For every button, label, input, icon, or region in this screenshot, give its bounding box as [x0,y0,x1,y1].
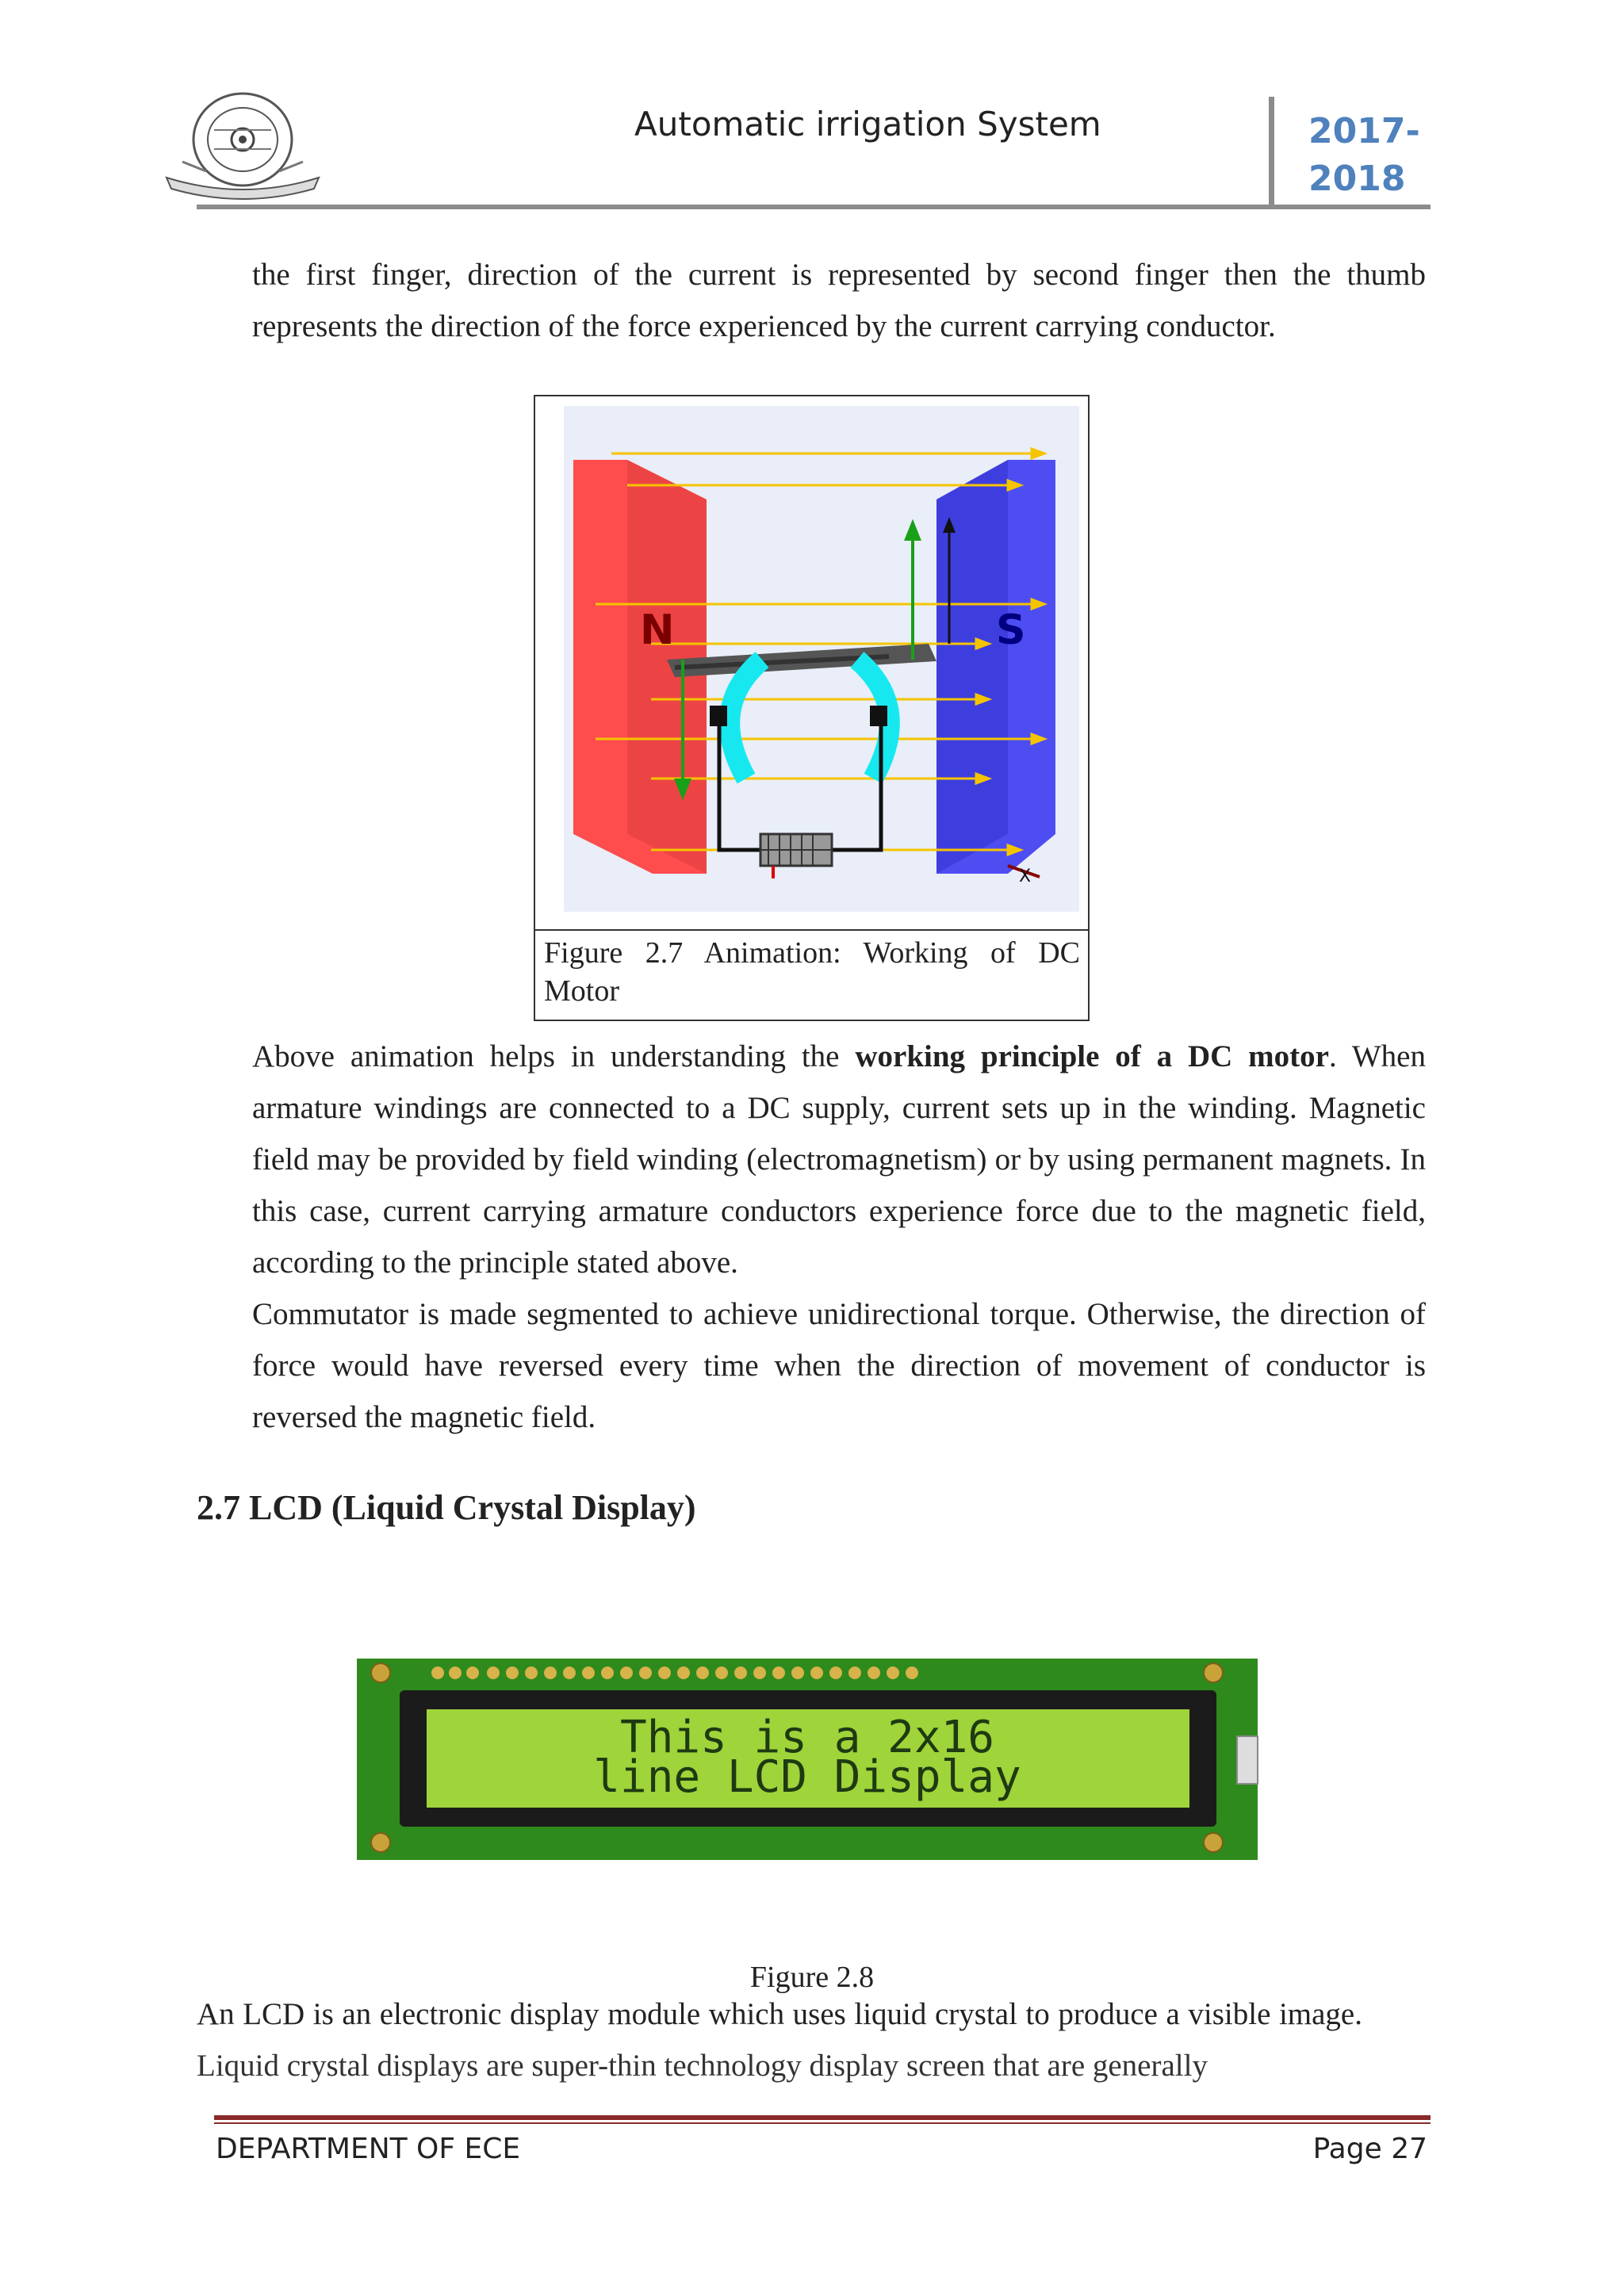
header-year: 2017- 2018 [1308,108,1420,203]
header-year-line2: 2018 [1308,159,1406,199]
college-logo [159,82,327,201]
header-rule [197,205,1431,209]
intro-text: the first finger, direction of the curre… [252,258,1426,343]
figure-2-7-separator [534,929,1090,931]
lcd-intro-text: An LCD is an electronic display module w… [197,1988,1426,2091]
pole-s-label: S [996,607,1025,654]
header-divider [1269,97,1274,206]
commutator-text: Commutator is made segmented to achieve … [252,1297,1426,1434]
figure-2-8-caption: Figure 2.8 [749,1961,875,1994]
pole-n-label: N [640,607,675,654]
footer-department: DEPARTMENT OF ECE [216,2133,521,2165]
intro-paragraph: the first finger, direction of the curre… [252,249,1426,352]
lcd-paragraph: An LCD is an electronic display module w… [197,1988,1426,2091]
dc-motor-animation: N S X [564,406,1079,912]
lcd-line-2: line LCD Display [593,1751,1021,1803]
footer-page-number: Page 27 [1312,2133,1427,2165]
lcd-line-1: This is a 2x16 [620,1712,994,1763]
lcd-module-image: This is a 2x16 line LCD Display [357,1657,1261,1863]
animation-text-bold: working principle of a DC motor [855,1039,1329,1073]
animation-text-start: Above animation helps in understanding t… [252,1039,856,1073]
section-heading: 2.7 LCD (Liquid Crystal Display) [197,1488,696,1527]
animation-paragraph: Above animation helps in understanding t… [252,1031,1426,1443]
figure-2-7-caption: Figure 2.7 Animation: Working of DC Moto… [544,936,1080,1008]
lcd-intro-part-b: Liquid crystal displays are super-thin t… [197,2049,1208,2083]
footer-rule-thin [214,2122,1431,2124]
footer-rule [214,2115,1431,2120]
animation-text: Above animation helps in understanding t… [252,1031,1426,1288]
lcd-intro-part-a: An LCD is an electronic display module w… [197,1997,1362,2031]
header-title: Automatic irrigation System [634,105,1101,144]
figure-2-7-frame [534,395,1090,1021]
axis-x-label: X [1019,867,1031,886]
header-year-line1: 2017- [1308,111,1420,151]
animation-text-end: . When armature windings are connected t… [252,1039,1426,1280]
